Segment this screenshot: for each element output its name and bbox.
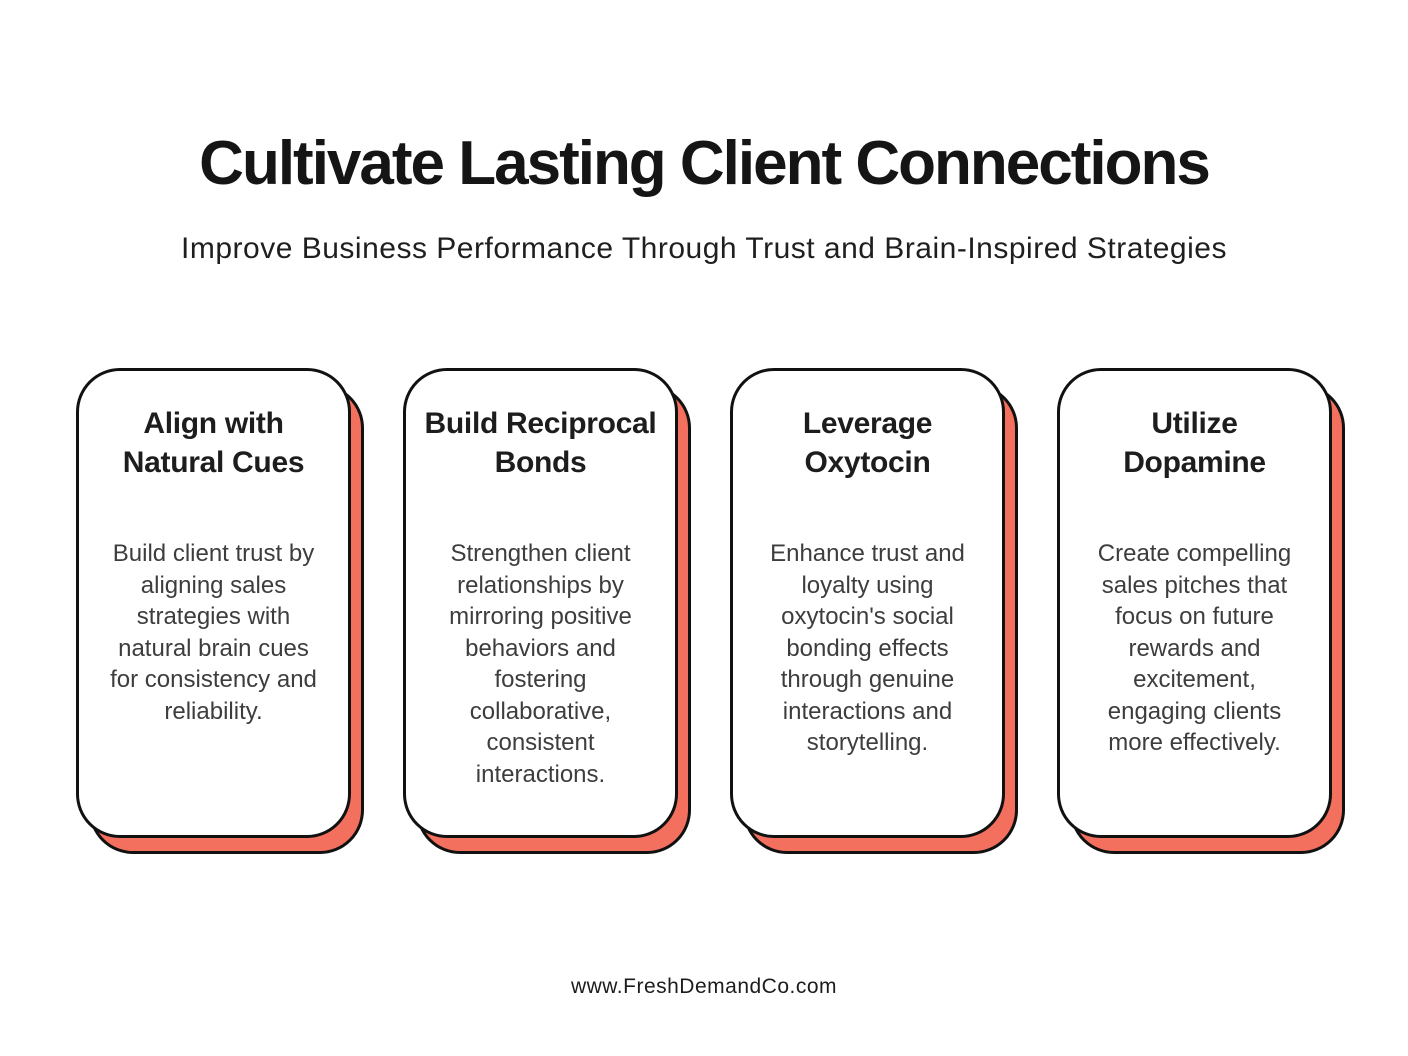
card-face: Utilize Dopamine Create compelling sales… (1057, 368, 1332, 838)
card-body: Build client trust by aligning sales str… (110, 540, 317, 725)
page-title: Cultivate Lasting Client Connections (199, 129, 1211, 198)
card-title: Leverage Oxytocin (802, 407, 933, 479)
card-face: Build Reciprocal Bonds Strengthen client… (403, 368, 678, 838)
card-face: Leverage Oxytocin Enhance trust and loya… (730, 368, 1005, 838)
card-title: Align with Natural Cues (122, 407, 305, 479)
card-body: Create compelling sales pitches that foc… (1097, 540, 1292, 756)
card-align-with-natural-cues: Align with Natural Cues Build client tru… (76, 368, 364, 854)
card-build-reciprocal-bonds: Build Reciprocal Bonds Strengthen client… (403, 368, 691, 854)
page-subtitle: Improve Business Performance Through Tru… (181, 232, 1227, 266)
card-utilize-dopamine: Utilize Dopamine Create compelling sales… (1057, 368, 1345, 854)
card-face: Align with Natural Cues Build client tru… (76, 368, 351, 838)
card-title: Build Reciprocal Bonds (424, 407, 657, 479)
card-body: Enhance trust and loyalty using oxytocin… (770, 540, 965, 756)
card-body: Strengthen client relationships by mirro… (449, 540, 632, 788)
cards-row: Align with Natural Cues Build client tru… (0, 368, 1408, 854)
website-url: www.FreshDemandCo.com (570, 975, 838, 998)
card-title: Utilize Dopamine (1123, 407, 1266, 479)
card-leverage-oxytocin: Leverage Oxytocin Enhance trust and loya… (730, 368, 1018, 854)
